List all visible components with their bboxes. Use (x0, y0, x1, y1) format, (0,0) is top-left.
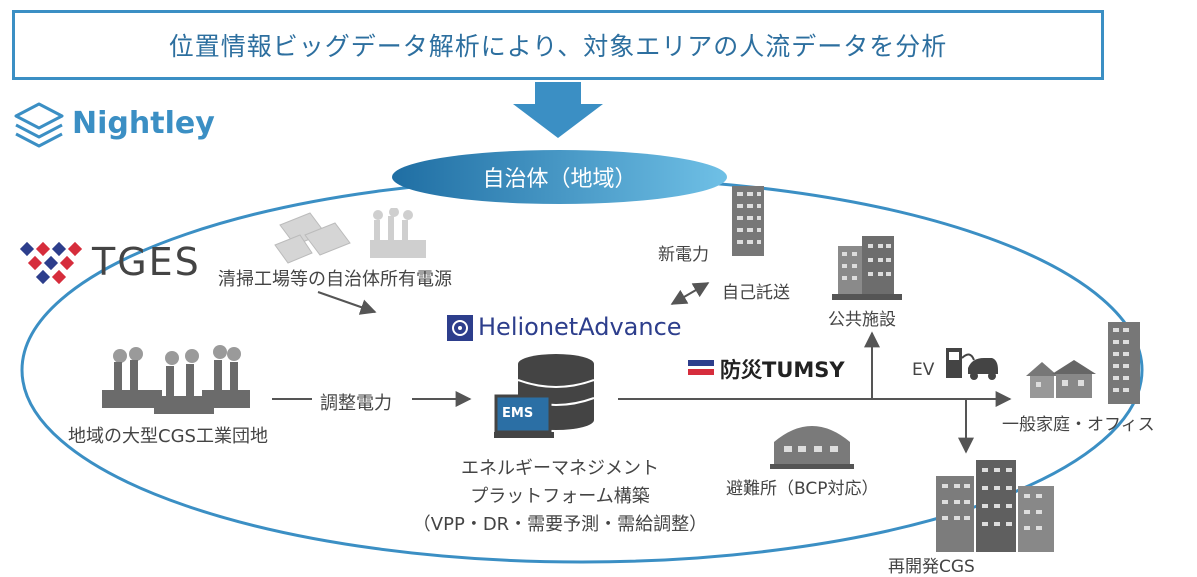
self-wheeling-label: 自己託送 (722, 283, 790, 303)
office-building-icon (1108, 322, 1140, 404)
nightley-logo: Nightley (72, 106, 215, 141)
municipality-label: 自治体（地域） (482, 167, 637, 192)
cgs-industrial-label: 地域の大型CGS工業団地 (68, 426, 268, 447)
solar-panel-icon (274, 212, 351, 264)
redevelop-buildings-icon (936, 460, 1054, 552)
down-arrow-icon (513, 82, 603, 138)
ems-line2: プラットフォーム構築 (470, 486, 650, 507)
helionet-logo: HelionetAdvance (478, 313, 682, 341)
houses-icon (1026, 360, 1096, 398)
ems-line3: （VPP・DR・需要予測・需給調整） (412, 514, 708, 535)
ems-line1: エネルギーマネジメント (461, 458, 659, 479)
shelter-label: 避難所（BCP対応） (726, 479, 879, 499)
ems-database-icon (494, 354, 595, 438)
cleaning-plant-label: 清掃工場等の自治体所有電源 (218, 269, 452, 290)
shelter-icon (770, 426, 854, 469)
nightley-layers-icon (14, 102, 64, 148)
tumsy-flag-icon (688, 360, 714, 375)
industrial-factories-icon (102, 345, 250, 414)
ev-charger-icon (946, 348, 998, 380)
banner: 位置情報ビッグデータ解析により、対象エリアの人流データを分析 (12, 10, 1104, 80)
redevelop-cgs-label: 再開発CGS (888, 557, 975, 577)
home-office-label: 一般家庭・オフィス (1002, 415, 1155, 435)
municipality-pill: 自治体（地域） (392, 150, 727, 204)
banner-text: 位置情報ビッグデータ解析により、対象エリアの人流データを分析 (168, 32, 948, 61)
public-facility-label: 公共施設 (828, 310, 896, 330)
adjust-power-label: 調整電力 (320, 393, 392, 414)
tges-logo: TGES (92, 240, 201, 284)
new-power-label: 新電力 (658, 245, 709, 265)
tumsy-logo: 防災TUMSY (720, 358, 845, 382)
public-facility-icon (832, 236, 902, 300)
factory-icon (370, 208, 426, 258)
tges-logo-icon (19, 241, 82, 285)
new-power-building-icon (732, 186, 764, 256)
ems-tag: EMS (502, 406, 534, 421)
helionet-logo-icon (447, 315, 473, 341)
ev-label: EV (912, 360, 935, 380)
